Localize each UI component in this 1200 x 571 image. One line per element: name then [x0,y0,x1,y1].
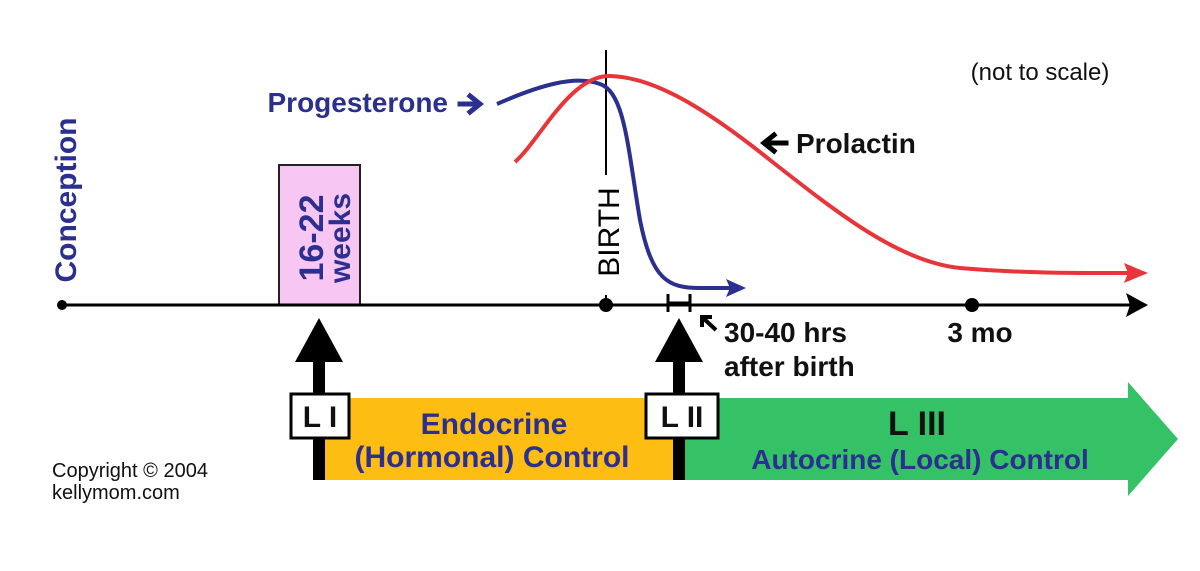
weeks-word-label: weeks [324,193,357,284]
birth-label: BIRTH [593,187,626,276]
hrs-pointer-icon [700,315,718,332]
progesterone-pointer-icon [457,92,485,116]
autocrine-arrow [678,382,1178,496]
progesterone-label: Progesterone [268,87,449,118]
progesterone-arrowhead [726,279,746,297]
copyright-line2: kellymom.com [52,482,180,504]
l1-box [289,392,351,440]
prolactin-pointer-icon [759,131,789,155]
timeline-arrowhead [1126,293,1148,317]
l1-arrow-head [295,318,343,362]
hrs-label-line1: 30-40 hrs [724,317,847,348]
progesterone-curve [496,78,730,290]
l1-label: L I [303,401,337,434]
weeks-box [278,164,361,306]
conception-dot [57,300,67,310]
prolactin-arrowhead [1124,263,1148,283]
not-to-scale-note: (not to scale) [971,59,1110,86]
endocrine-line1: Endocrine [421,408,568,441]
three-months-label: 3 mo [947,317,1012,348]
prolactin-curve [513,73,1131,276]
hrs-label-line2: after birth [724,351,855,382]
l2-label: L II [661,401,704,434]
weeks-range-label: 16-22 [293,195,331,282]
prolactin-label: Prolactin [796,128,916,159]
l2-box [644,392,720,440]
copyright-line1: Copyright © 2004 [52,460,208,482]
l3-label: L III [888,405,946,443]
conception-label: Conception [50,118,83,283]
birth-dot [599,298,613,312]
endocrine-band [322,398,678,480]
endocrine-line2: (Hormonal) Control [355,441,630,474]
autocrine-label: Autocrine (Local) Control [751,444,1089,475]
birth-label-bg [588,175,624,295]
l2-arrow-head [655,318,703,362]
three-months-dot [965,298,979,312]
